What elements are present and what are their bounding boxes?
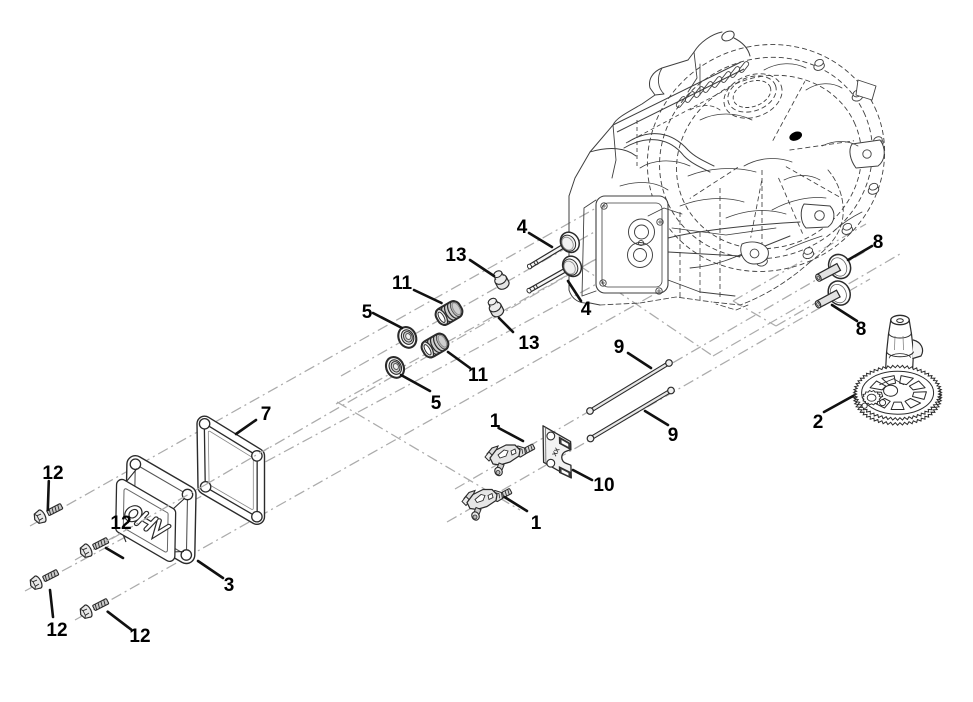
svg-text:10: 10 bbox=[593, 475, 614, 496]
svg-text:11: 11 bbox=[468, 365, 489, 386]
svg-text:2: 2 bbox=[813, 412, 824, 433]
svg-text:9: 9 bbox=[614, 337, 625, 358]
svg-text:1: 1 bbox=[490, 411, 501, 432]
svg-text:XX: XX bbox=[551, 446, 562, 458]
svg-text:1: 1 bbox=[531, 513, 542, 534]
svg-text:11: 11 bbox=[392, 273, 413, 294]
svg-text:4: 4 bbox=[581, 299, 592, 320]
svg-text:9: 9 bbox=[668, 425, 679, 446]
svg-text:12: 12 bbox=[129, 626, 150, 647]
svg-text:4: 4 bbox=[517, 217, 528, 238]
svg-text:5: 5 bbox=[431, 393, 442, 414]
svg-text:5: 5 bbox=[362, 302, 373, 323]
svg-text:13: 13 bbox=[518, 333, 539, 354]
svg-text:12: 12 bbox=[42, 463, 63, 484]
svg-text:8: 8 bbox=[873, 232, 884, 253]
svg-text:3: 3 bbox=[224, 575, 235, 596]
svg-text:7: 7 bbox=[261, 404, 272, 425]
svg-text:13: 13 bbox=[445, 245, 466, 266]
svg-text:8: 8 bbox=[856, 319, 867, 340]
svg-text:12: 12 bbox=[46, 620, 67, 641]
svg-text:12: 12 bbox=[110, 513, 131, 534]
